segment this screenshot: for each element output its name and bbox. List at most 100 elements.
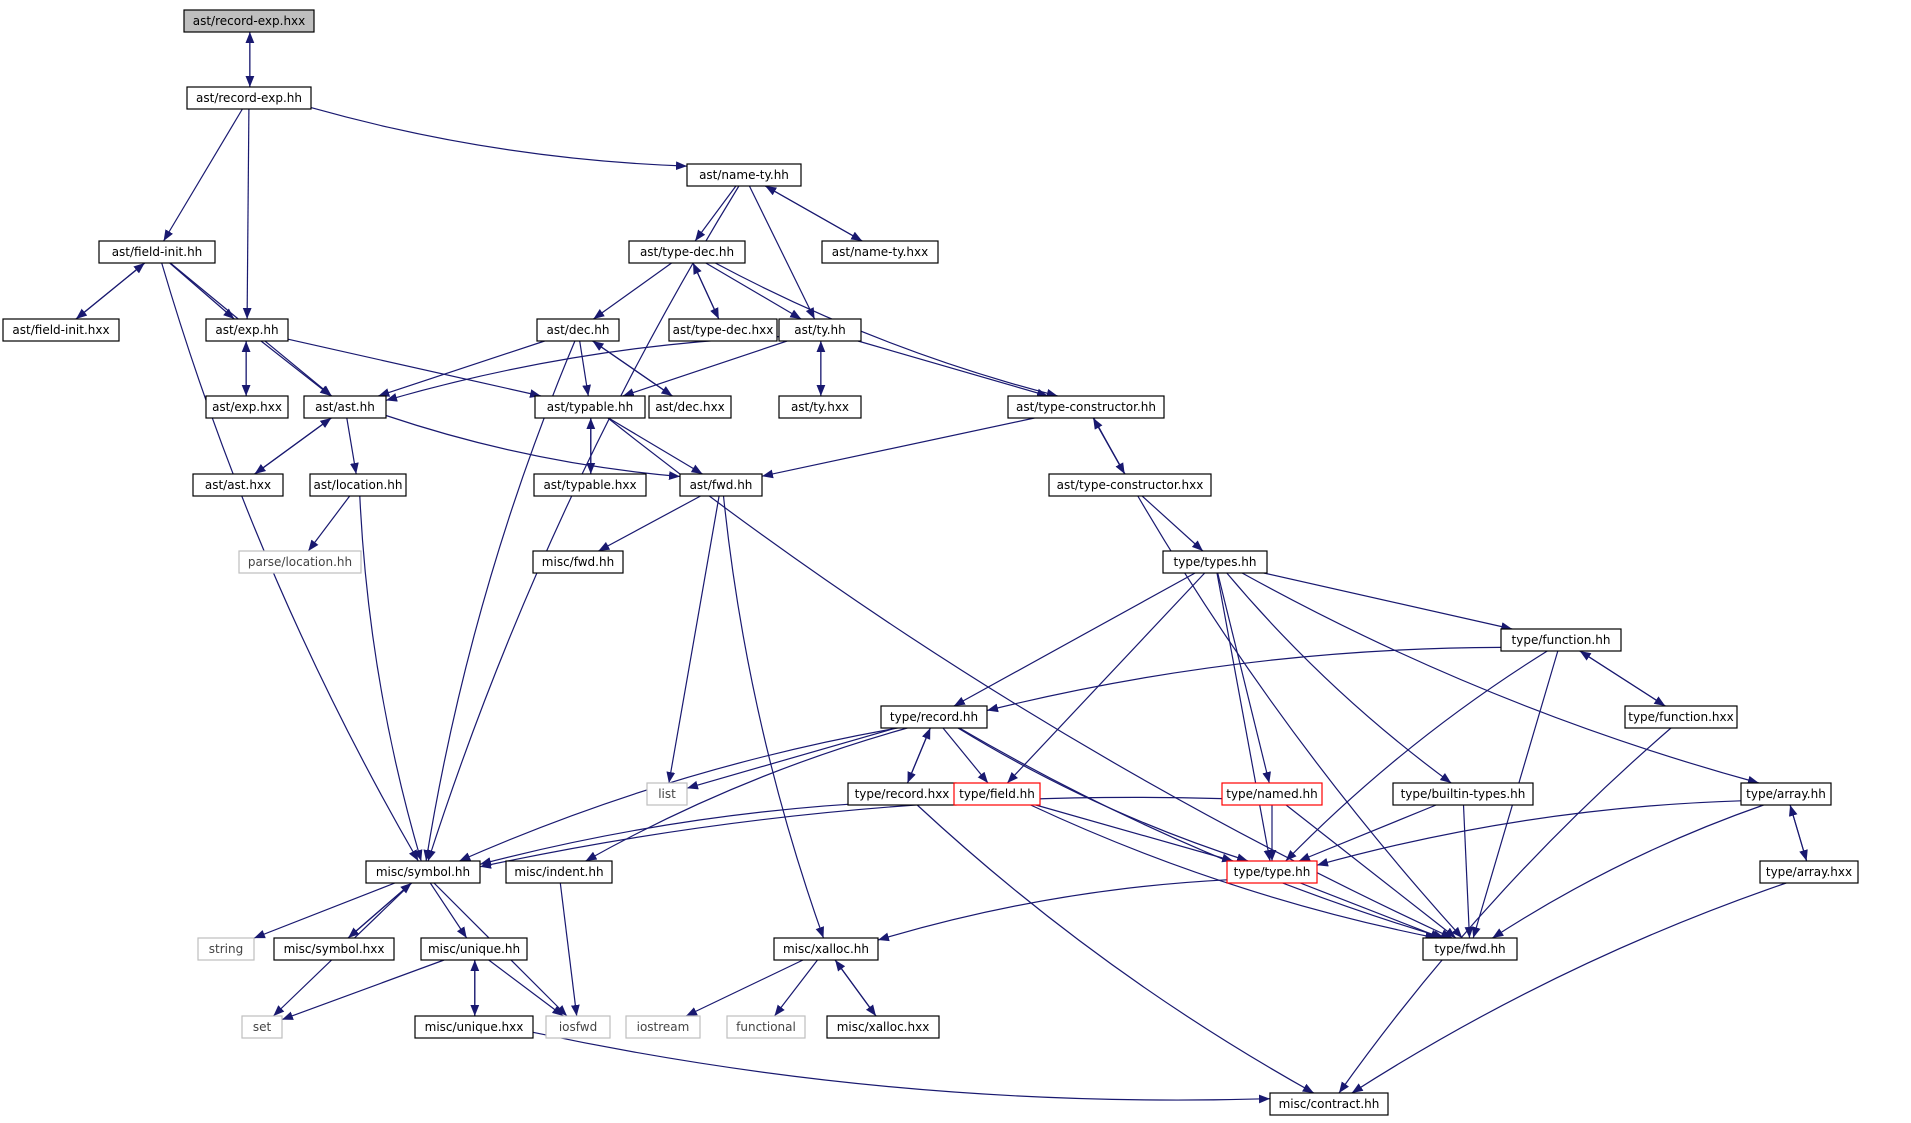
edge-ast-fwd-hh-to-misc-fwd-hh <box>598 495 701 552</box>
node-misc-indent-hh[interactable]: misc/indent.hh <box>505 860 613 884</box>
node-label: ast/location.hh <box>314 478 403 492</box>
node-misc-unique-hxx[interactable]: misc/unique.hxx <box>414 1015 534 1039</box>
edge-type-record-hxx-to-misc-contract-hh <box>916 804 1315 1094</box>
node-box <box>1162 550 1268 574</box>
node-box <box>1740 782 1832 806</box>
node-misc-contract-hh[interactable]: misc/contract.hh <box>1269 1092 1389 1116</box>
node-label: functional <box>736 1020 796 1034</box>
node-label: misc/unique.hh <box>428 942 520 956</box>
node-misc-symbol-hxx[interactable]: misc/symbol.hxx <box>273 937 395 961</box>
node-box <box>273 937 395 961</box>
node-misc-unique-hh[interactable]: misc/unique.hh <box>420 937 528 961</box>
edge-type-types-hh-to-type-array-hh <box>1241 572 1760 785</box>
node-box <box>1269 1092 1389 1116</box>
node-misc-xalloc-hh[interactable]: misc/xalloc.hh <box>773 937 879 961</box>
node-box <box>880 705 988 729</box>
edge-ast-ast-hh-to-ast-fwd-hh <box>385 414 681 480</box>
node-box <box>1759 860 1859 884</box>
node-ast-type-dec-hh[interactable]: ast/type-dec.hh <box>628 240 746 264</box>
node-box <box>1221 782 1323 806</box>
node-label: ast/type-constructor.hh <box>1016 400 1156 414</box>
edge-ast-type-dec-hh-to-ast-type-constructor-hh <box>715 262 1058 398</box>
edge-type-builtin-types-hh-to-type-fwd-hh <box>1462 804 1474 939</box>
node-box <box>505 860 613 884</box>
node-ast-record-exp-hh[interactable]: ast/record-exp.hh <box>186 86 312 110</box>
edge-type-record-hh-to-type-field-hh <box>942 727 989 784</box>
node-type-record-hxx[interactable]: type/record.hxx <box>847 782 957 806</box>
node-layer: ast/record-exp.hxx ast/record-exp.hh ast/n… <box>2 9 1859 1116</box>
node-box <box>420 937 528 961</box>
node-box <box>826 1015 940 1039</box>
node-type-function-hxx[interactable]: type/function.hxx <box>1624 705 1738 729</box>
node-type-function-hh[interactable]: type/function.hh <box>1500 628 1622 652</box>
node-label: misc/xalloc.hh <box>783 942 869 956</box>
node-ast-record-exp-hxx[interactable]: ast/record-exp.hxx <box>183 9 315 33</box>
edge-ast-type-dec-hh-to-ast-ty-hh <box>705 262 802 320</box>
edge-type-record-hh-to-type-fwd-hh <box>959 727 1445 940</box>
node-label: ast/typable.hh <box>547 400 634 414</box>
node-label: ast/name-ty.hxx <box>832 245 928 259</box>
node-box <box>183 9 315 33</box>
node-misc-xalloc-hxx[interactable]: misc/xalloc.hxx <box>826 1015 940 1039</box>
node-list: list <box>646 782 688 806</box>
edge-type-types-hh-to-type-record-hh <box>953 572 1196 707</box>
node-iosfwd: iosfwd <box>545 1015 611 1039</box>
node-string: string <box>197 937 255 961</box>
node-box <box>2 318 120 342</box>
node-ast-ast-hxx[interactable]: ast/ast.hxx <box>192 473 284 497</box>
edge-misc-indent-hh-to-iosfwd <box>559 882 580 1017</box>
node-ast-dec-hxx[interactable]: ast/dec.hxx <box>648 395 732 419</box>
node-box <box>1392 782 1534 806</box>
node-type-record-hh[interactable]: type/record.hh <box>880 705 988 729</box>
node-type-field-hh[interactable]: type/field.hh <box>953 782 1041 806</box>
node-ast-ty-hxx[interactable]: ast/ty.hxx <box>778 395 862 419</box>
edge-ast-name-ty-hh-to-ast-ty-hh <box>748 185 816 320</box>
node-ast-ty-hh[interactable]: ast/ty.hh <box>778 318 862 342</box>
node-ast-exp-hh[interactable]: ast/exp.hh <box>205 318 289 342</box>
edge-type-types-hh-to-type-field-hh <box>1006 572 1206 784</box>
node-ast-field-init-hxx[interactable]: ast/field-init.hxx <box>2 318 120 342</box>
node-type-type-hh[interactable]: type/type.hh <box>1226 860 1318 884</box>
node-box <box>192 473 284 497</box>
edge-type-record-hh-to-misc-symbol-hh <box>459 727 898 862</box>
node-ast-ast-hh[interactable]: ast/ast.hh <box>303 395 387 419</box>
node-ast-typable-hxx[interactable]: ast/typable.hxx <box>533 473 647 497</box>
node-type-array-hh[interactable]: type/array.hh <box>1740 782 1832 806</box>
node-label: ast/exp.hh <box>215 323 278 337</box>
node-label: type/array.hxx <box>1766 865 1852 879</box>
node-label: ast/record-exp.hxx <box>193 14 306 28</box>
node-ast-type-constructor-hh[interactable]: ast/type-constructor.hh <box>1007 395 1165 419</box>
edge-ast-ty-hh-to-ast-typable-hh <box>622 340 788 397</box>
node-type-array-hxx[interactable]: type/array.hxx <box>1759 860 1859 884</box>
edge-ast-record-exp-hh-to-ast-exp-hh <box>242 108 252 320</box>
node-ast-name-ty-hh[interactable]: ast/name-ty.hh <box>686 163 802 187</box>
node-ast-name-ty-hxx[interactable]: ast/name-ty.hxx <box>821 240 939 264</box>
node-misc-fwd-hh[interactable]: misc/fwd.hh <box>532 550 624 574</box>
node-type-builtin-types-hh[interactable]: type/builtin-types.hh <box>1392 782 1534 806</box>
node-ast-dec-hh[interactable]: ast/dec.hh <box>536 318 620 342</box>
node-ast-location-hh[interactable]: ast/location.hh <box>309 473 407 497</box>
node-box <box>625 1015 701 1039</box>
edge-ast-dec-hh-to-misc-symbol-hh <box>423 340 576 862</box>
node-label: ast/type-constructor.hxx <box>1057 478 1204 492</box>
node-ast-type-dec-hxx[interactable]: ast/type-dec.hxx <box>668 318 778 342</box>
node-type-types-hh[interactable]: type/types.hh <box>1162 550 1268 574</box>
edge-misc-xalloc-hxx-to-misc-xalloc-hh <box>834 959 877 1017</box>
edge-ast-type-constructor-hxx-to-type-types-hh <box>1141 495 1204 552</box>
edge-ast-name-ty-hh-to-ast-type-dec-hh <box>694 185 737 242</box>
node-type-named-hh[interactable]: type/named.hh <box>1221 782 1323 806</box>
node-label: ast/dec.hxx <box>655 400 725 414</box>
edge-type-types-hh-to-type-named-hh <box>1217 572 1271 784</box>
node-label: ast/ty.hh <box>794 323 845 337</box>
node-label: type/type.hh <box>1234 865 1311 879</box>
node-ast-exp-hxx[interactable]: ast/exp.hxx <box>205 395 289 419</box>
node-ast-field-init-hh[interactable]: ast/field-init.hh <box>98 240 216 264</box>
node-ast-fwd-hh[interactable]: ast/fwd.hh <box>679 473 763 497</box>
node-type-fwd-hh[interactable]: type/fwd.hh <box>1422 937 1518 961</box>
edge-ast-record-exp-hh-to-ast-field-init-hh <box>163 108 243 242</box>
node-box <box>628 240 746 264</box>
node-ast-type-constructor-hxx[interactable]: ast/type-constructor.hxx <box>1048 473 1212 497</box>
node-label: misc/symbol.hxx <box>284 942 385 956</box>
node-misc-symbol-hh[interactable]: misc/symbol.hh <box>365 860 481 884</box>
node-ast-typable-hh[interactable]: ast/typable.hh <box>534 395 646 419</box>
